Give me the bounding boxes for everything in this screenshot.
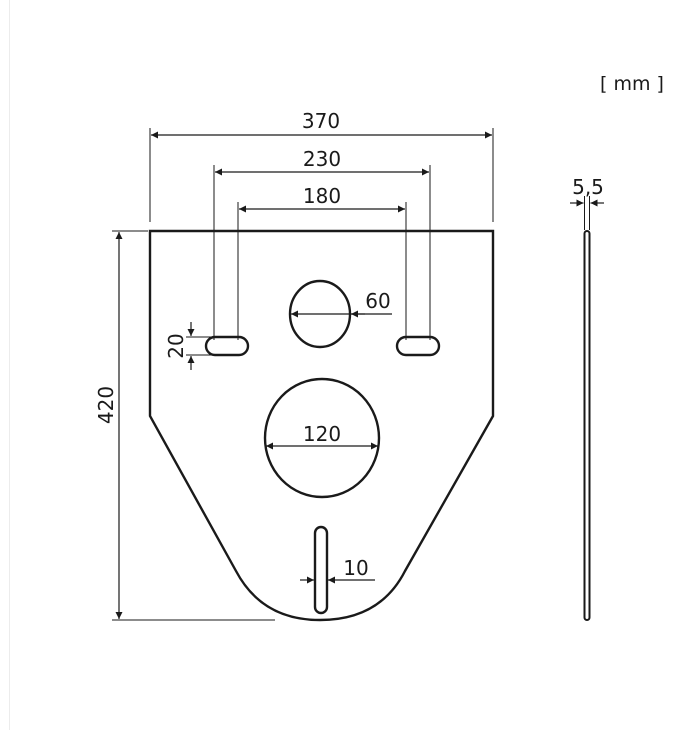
right-mounting-slot [395,335,441,357]
dim-label-slot-height: 20 [164,333,188,358]
dim-label-thickness: 5,5 [572,175,604,199]
bottom-slot [313,525,329,615]
dim-label-large-hole: 120 [303,422,341,446]
extension-lines [112,128,590,621]
unit-label: [ mm ] [600,73,664,95]
large-hole [263,377,381,499]
dim-label-hole-spacing-outer: 230 [303,147,341,171]
side-profile [583,230,591,621]
page-border [9,0,10,730]
dim-label-height-total: 420 [94,386,118,424]
dim-label-width-total: 370 [302,109,340,133]
plate-outline [148,229,495,622]
left-mounting-slot [204,335,250,357]
dim-label-bottom-slot: 10 [343,556,368,580]
dim-label-hole-spacing-inner: 180 [303,184,341,208]
dim-label-small-hole: 60 [365,289,390,313]
